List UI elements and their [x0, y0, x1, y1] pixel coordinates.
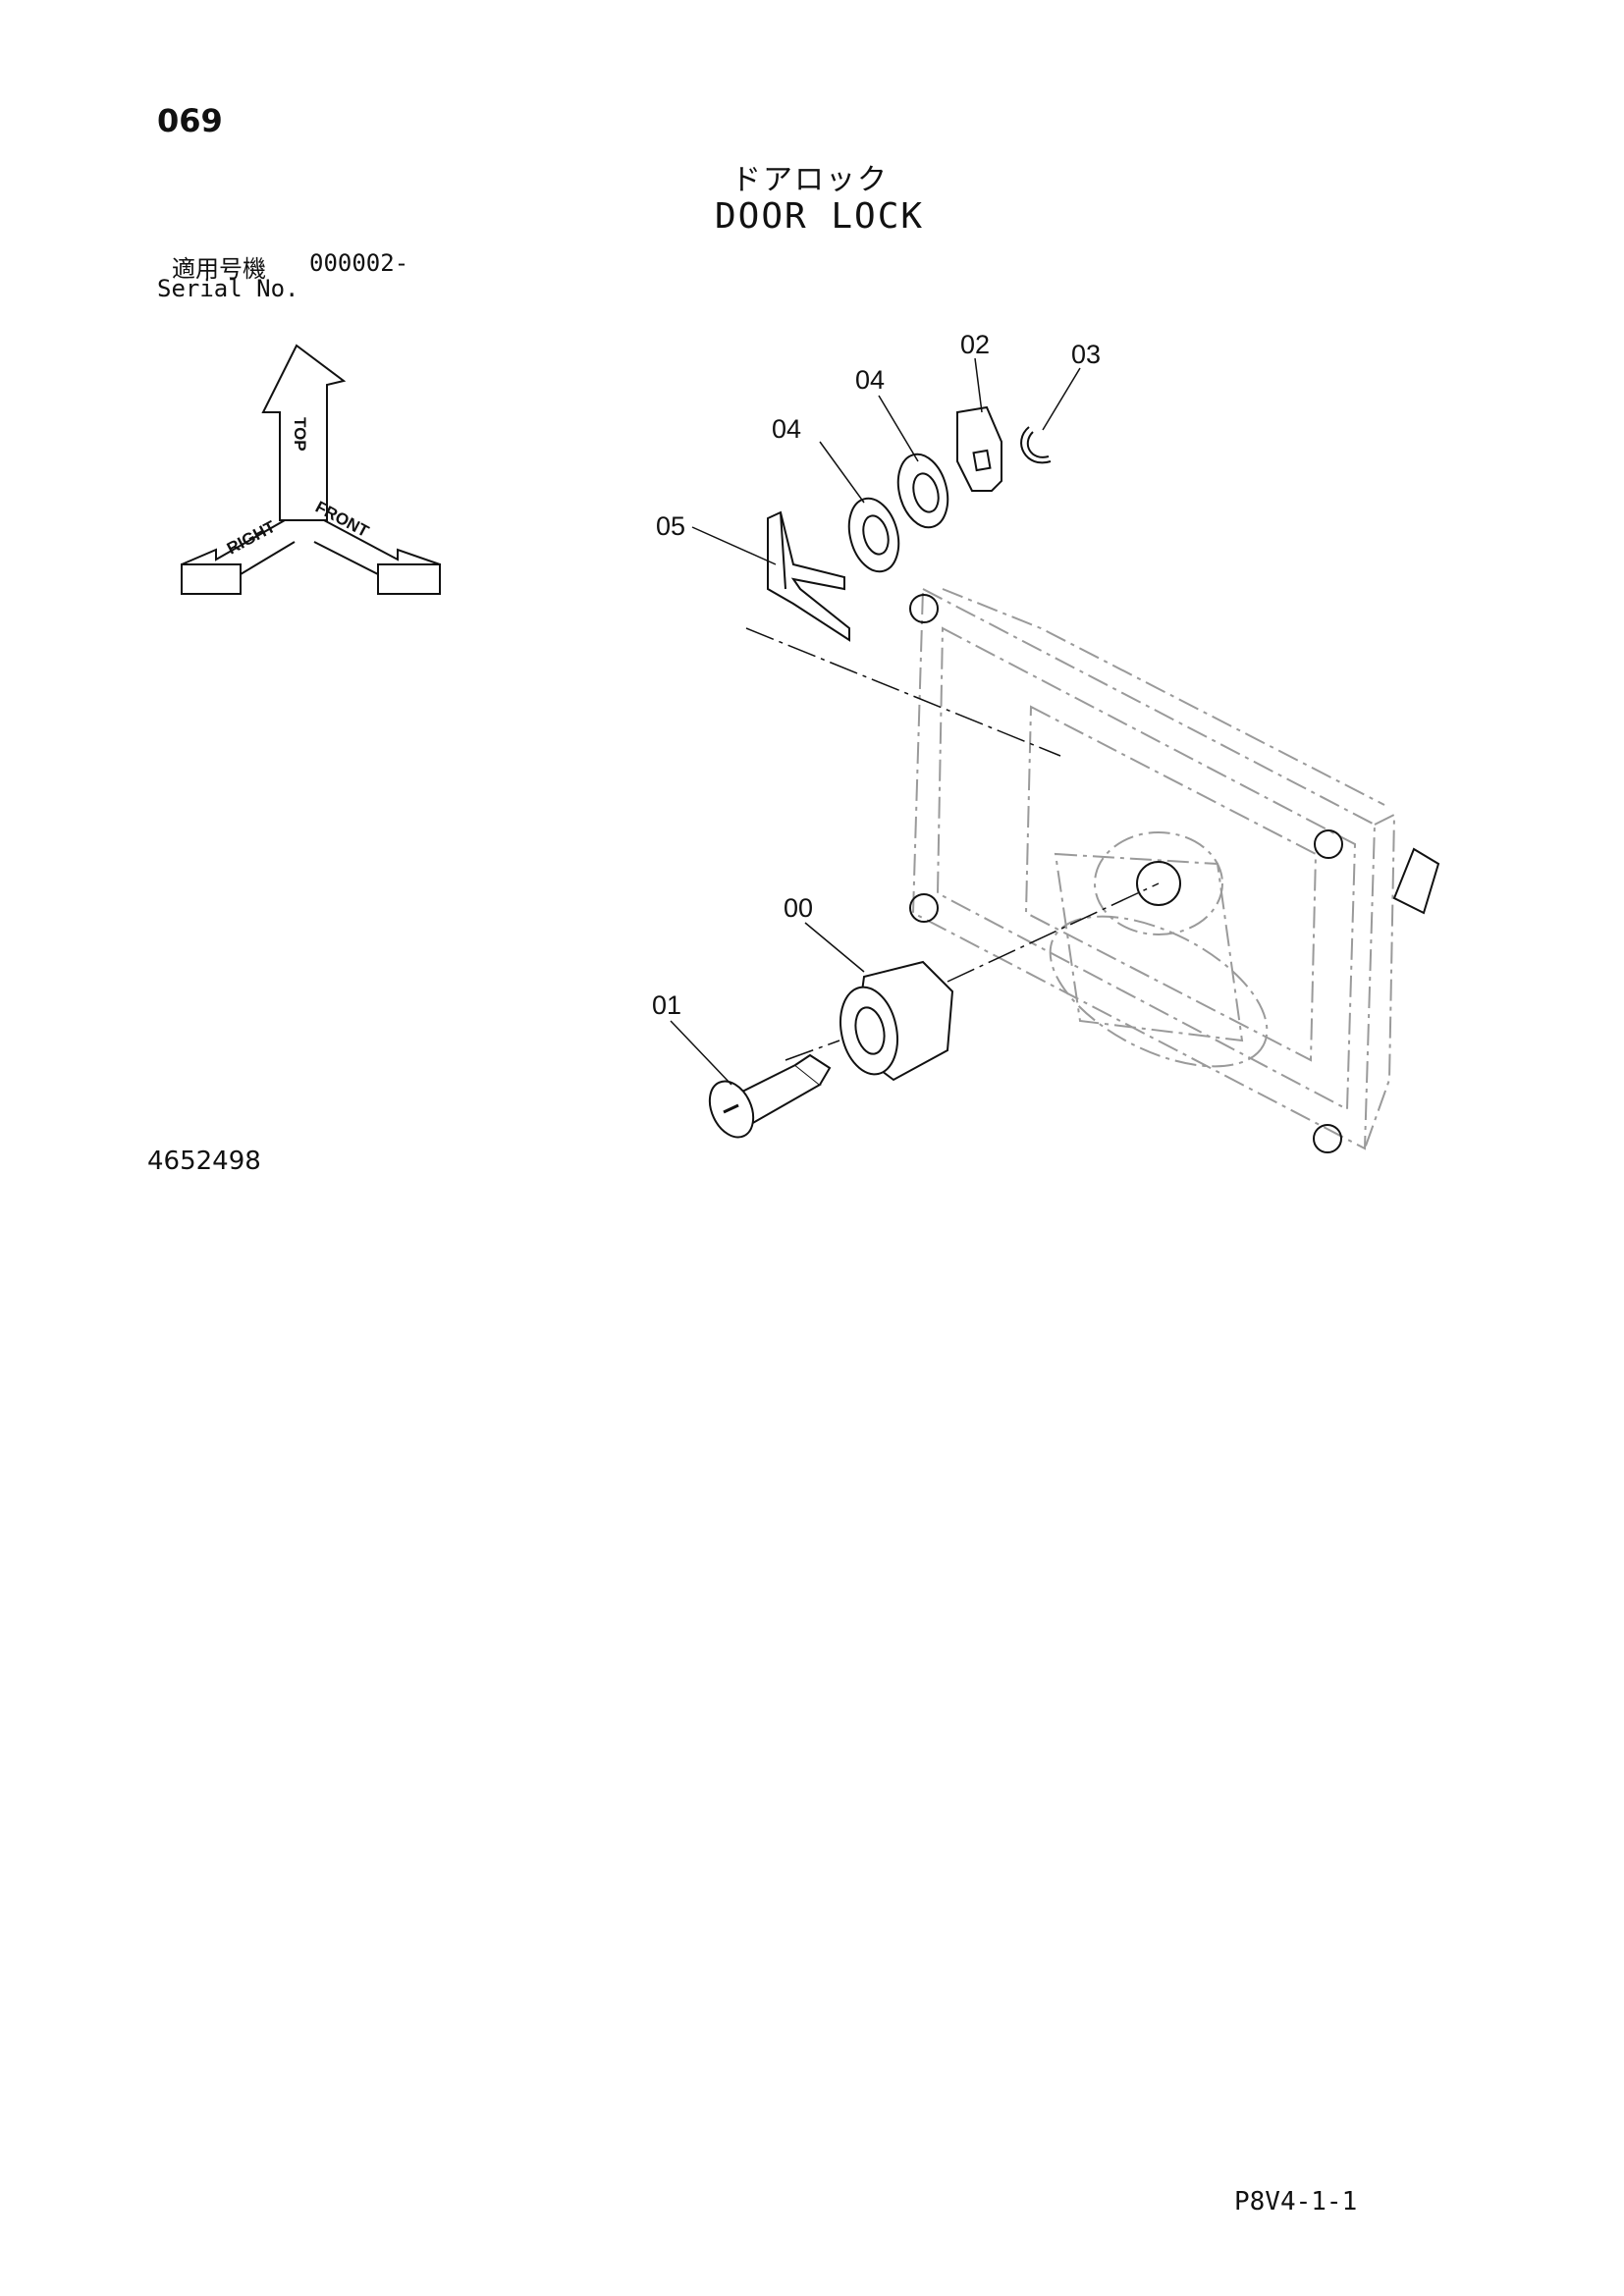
leader-00 — [804, 922, 865, 973]
leader-01 — [670, 1020, 732, 1086]
page-code: P8V4-1-1 — [1234, 2187, 1358, 2216]
serial-label-japanese: 適用号機 — [172, 255, 266, 283]
assembly-axis-lines — [745, 627, 1160, 1061]
orientation-indicator: TOP RIGHT FRONT — [181, 344, 441, 595]
leader-05 — [691, 526, 777, 565]
callout-00: 00 — [784, 893, 813, 923]
leader-03 — [1042, 367, 1081, 431]
panel-mounting-bosses — [909, 594, 1440, 1153]
callout-labels: 05 04 04 02 03 00 01 — [652, 330, 1101, 1020]
callout-04-a: 04 — [772, 414, 801, 444]
serial-range: 000002- — [309, 249, 409, 277]
callout-04-b: 04 — [855, 365, 885, 395]
callout-02: 02 — [960, 330, 990, 359]
right-arrow-icon — [181, 519, 296, 595]
title-japanese: ドアロック — [731, 163, 889, 197]
part-04-washer-b — [896, 453, 949, 529]
leader-04-a — [819, 441, 865, 504]
orientation-right-label: RIGHT — [224, 517, 279, 559]
callout-01: 01 — [652, 990, 681, 1020]
callout-leaders — [670, 357, 1081, 1086]
part-05-clip — [767, 510, 850, 642]
page-title: DOOR LOCK — [715, 196, 925, 237]
leader-02 — [974, 357, 983, 413]
callout-05: 05 — [656, 511, 685, 541]
orientation-top-label: TOP — [291, 417, 309, 452]
part-03-snap-ring — [1020, 426, 1052, 464]
serial-label: Serial No. — [157, 275, 299, 302]
part-04-washer-a — [847, 497, 900, 573]
part-01-key-cylinder — [708, 1053, 832, 1139]
leader-04-b — [878, 395, 919, 462]
part-00-lock-housing — [839, 960, 954, 1082]
top-arrow-icon — [261, 344, 347, 521]
door-panel-outline — [911, 587, 1396, 1150]
callout-03: 03 — [1071, 340, 1101, 369]
front-arrow-base — [377, 563, 441, 595]
part-02-cam-plate — [956, 405, 1002, 492]
page-number: 069 — [157, 102, 223, 139]
right-arrow-base — [181, 563, 242, 595]
drawing-number: 4652498 — [147, 1147, 261, 1176]
